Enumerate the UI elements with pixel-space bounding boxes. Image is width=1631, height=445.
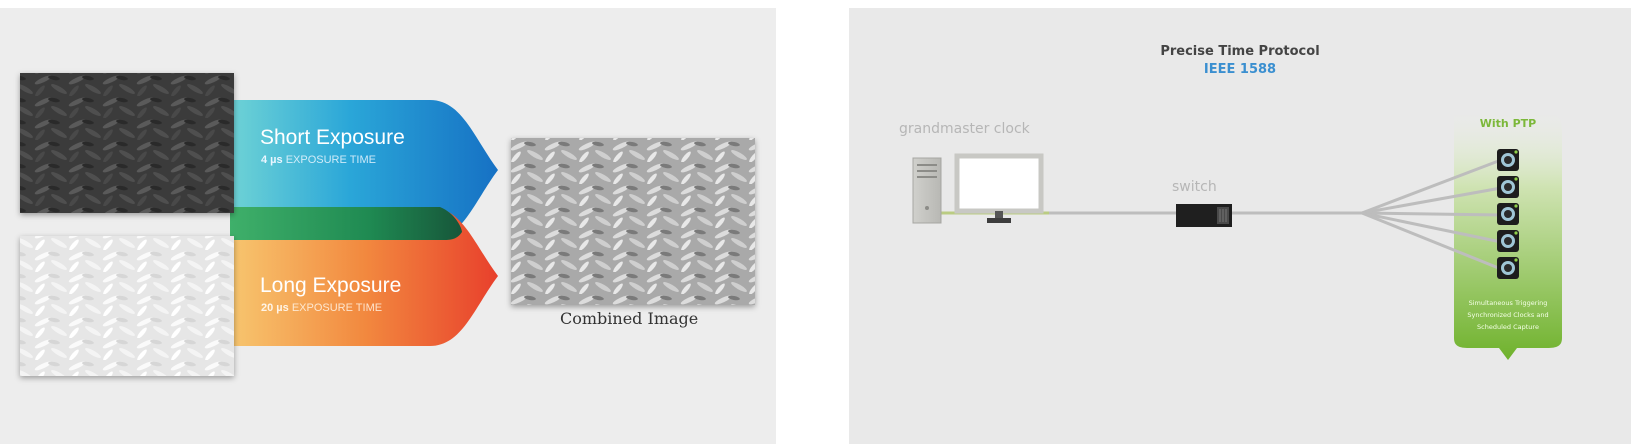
ptp-diagram [912,113,1562,360]
camera-icon [1497,230,1519,252]
feature-item: Simultaneous Triggering [1468,299,1548,307]
combined-image [511,138,755,305]
long-exposure-band [230,207,498,346]
fan-out-lines [1361,158,1502,271]
feature-item: Scheduled Capture [1477,323,1539,331]
ptp-panel: Precise Time Protocol IEEE 1588 grandmas… [849,8,1631,444]
camera-group [1497,149,1519,279]
camera-icon [1497,149,1519,171]
grandmaster-clock-label: grandmaster clock [899,121,1030,137]
camera-icon [1497,203,1519,225]
hdr-diagram [20,73,755,376]
camera-icon [1497,176,1519,198]
switch-label: switch [1172,179,1217,195]
switch-icon [1176,204,1232,227]
short-exposure-image [20,73,234,213]
short-exposure-value: 4 µs [261,154,283,166]
monitor-icon [954,153,1044,223]
short-exposure-detail: 4 µs EXPOSURE TIME [261,154,376,166]
feature-item: Synchronized Clocks and [1467,311,1549,319]
long-exposure-value: 20 µs [261,302,289,314]
ptp-title: Precise Time Protocol [1160,44,1320,59]
long-exposure-image [20,236,234,376]
long-exposure-label: EXPOSURE TIME [291,302,383,314]
combined-image-caption: Combined Image [560,309,699,328]
computer-tower-icon [912,157,942,224]
long-exposure-title: Long Exposure [260,274,402,297]
overlap-band [230,207,462,241]
with-ptp-label: With PTP [1479,117,1537,130]
short-exposure-label: EXPOSURE TIME [285,154,376,166]
ptp-subtitle: IEEE 1588 [1203,62,1277,77]
camera-icon [1497,257,1519,279]
long-exposure-detail: 20 µs EXPOSURE TIME [261,302,382,314]
ptp-features: Simultaneous Triggering Synchronized Clo… [1454,297,1562,333]
hdr-panel: Short Exposure 4 µs EXPOSURE TIME Long E… [0,8,776,444]
short-exposure-band [230,100,498,240]
short-exposure-title: Short Exposure [260,126,405,149]
